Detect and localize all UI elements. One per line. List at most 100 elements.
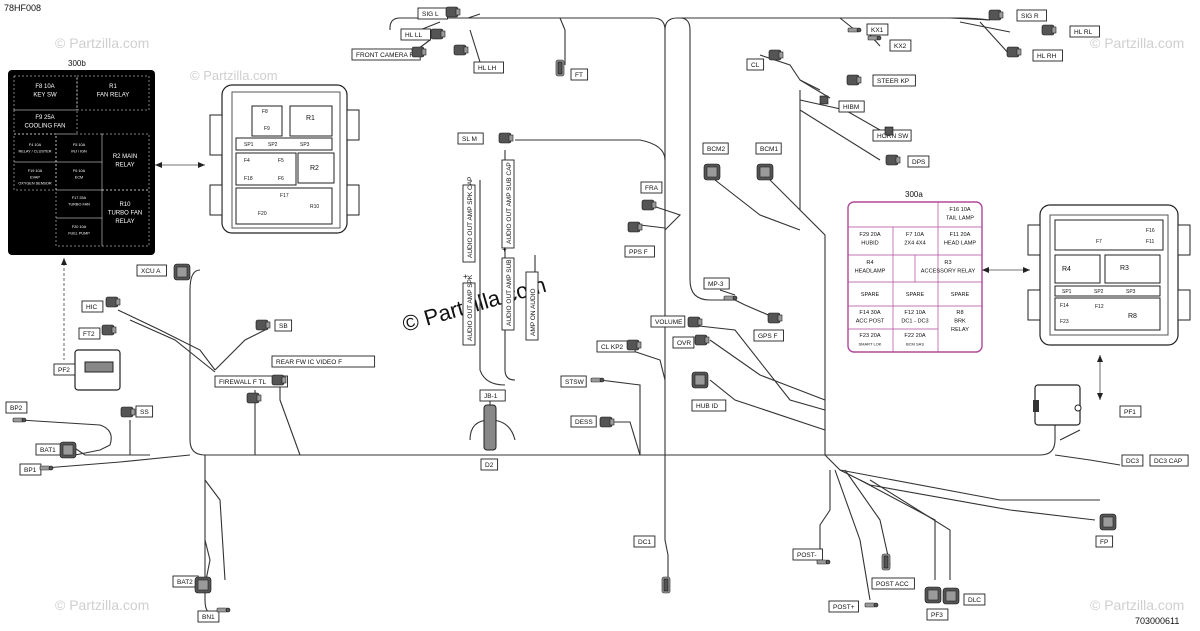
pointer-300b-arrow-l <box>155 162 162 168</box>
label-text-bat2: BAT2 <box>177 579 193 586</box>
label-mp-3: MP-3 <box>703 277 730 290</box>
label-bn1: BN1 <box>197 610 220 623</box>
label-text-dc1: DC1 <box>638 539 651 546</box>
fuse-a-r4-line-1: HEADLAMP <box>855 269 886 275</box>
label-text-pps-f: PPS F <box>629 249 648 256</box>
connector-bcm1-icon <box>756 163 774 181</box>
label-ft: FT <box>570 68 589 81</box>
connector-fp-icon <box>1099 513 1117 531</box>
label-fra: FRA <box>640 181 663 194</box>
label-kx1: KX1 <box>866 23 889 36</box>
label-text-fp: FP <box>1100 539 1108 546</box>
phys-a-f11: F11 <box>1146 239 1154 245</box>
connector-bat1-icon <box>59 441 77 459</box>
label-text-ft: FT <box>575 72 583 79</box>
vlabel-v4: AUDIO OUT AMP SUB <box>501 257 515 331</box>
connector-post-acc-icon <box>881 553 891 571</box>
label-text-kx2: KX2 <box>894 43 907 50</box>
fuse-box-300b-cells <box>13 75 150 247</box>
label-post-acc: POST ACC <box>871 577 915 590</box>
fuse-b-r2-line-1: RELAY <box>115 163 134 169</box>
label-hl-ll: HL LL <box>400 28 431 41</box>
label-hl-rh: HL RH <box>1032 49 1063 62</box>
label-hub-id: HUB ID <box>691 399 727 412</box>
phys-a-f12: F12 <box>1095 304 1104 310</box>
connector-dlc-icon <box>942 587 960 605</box>
label-text-pf1: PF1 <box>1124 409 1136 416</box>
label-text-rear-fw-ic-video-f: REAR FW IC VIDEO F <box>276 359 342 366</box>
phys-b-f8: F8 <box>262 109 268 115</box>
label-text-bp1: BP1 <box>24 467 37 474</box>
connector-sb-icon <box>255 319 271 331</box>
label-post: POST+ <box>828 600 859 613</box>
fuse-b-f6-line-0: F6 10A <box>73 169 86 173</box>
fuse-a-sp2-line-0: SPARE <box>906 292 925 298</box>
phys-b-r1: R1 <box>306 115 315 122</box>
label-ft2: FT2 <box>78 327 101 340</box>
label-text-hl-ll: HL LL <box>405 32 422 39</box>
label-fp: FP <box>1095 535 1114 548</box>
wire-harness <box>19 13 1121 616</box>
label-text-gps-f: GPS F <box>758 333 778 340</box>
label-dlc: DLC <box>963 593 986 606</box>
fuse-a-r8-line-0: R8 <box>956 310 963 316</box>
connector-cl-kp2-icon <box>626 339 642 351</box>
label-text-horn-sw: HORN SW <box>877 133 909 140</box>
jb1-module <box>483 404 497 451</box>
connector-kx2-icon <box>867 35 882 41</box>
fuse-b-f5-line-0: F5 10A <box>73 143 86 147</box>
label-text-sig-l: SIG L <box>422 11 439 18</box>
phys-b-f9: F9 <box>264 126 270 132</box>
connector-fra-icon <box>641 199 657 211</box>
pointer-300b-arrow-r <box>198 162 205 168</box>
fuse-a-sp3-line-0: SPARE <box>951 292 970 298</box>
watermark-tr: © Partzilla.com <box>1090 35 1184 51</box>
watermark-br: © Partzilla.com <box>1090 597 1184 613</box>
connector-bcm2-icon <box>703 163 721 181</box>
connector-dc1-icon <box>661 576 671 594</box>
phys-a-sp3: SP3 <box>1126 289 1136 295</box>
label-text-stsw: STSW <box>565 379 585 386</box>
connector-post-icon <box>816 559 831 565</box>
label-text-ovr: OVR <box>677 340 691 347</box>
connector-bn1-icon <box>216 607 231 613</box>
plus-sign-2: + <box>502 245 507 254</box>
label-text-hub-id: HUB ID <box>696 403 718 410</box>
fuse-b-f17-line-0: F17 25A <box>72 196 87 200</box>
connector-pf3-icon <box>924 586 942 604</box>
fuse-box-300b-title: 300b <box>68 59 86 68</box>
doc-code: 78HF008 <box>4 3 41 13</box>
label-pf1: PF1 <box>1119 405 1142 418</box>
label-text-mp-3: MP-3 <box>708 281 724 288</box>
label-text-hibm: HIBM <box>843 104 859 111</box>
connector-front-camera-f-icon <box>411 46 427 58</box>
connector-rear-fw-ic-video-f-icon <box>271 374 287 386</box>
label-firewall-f-tl: FIREWALL F TL <box>214 375 288 388</box>
fuse-b-f9-line-1: COOLING FAN <box>24 124 65 130</box>
vlabel-text-v3: AUDIO OUT AMP SUB CAP <box>506 162 513 244</box>
connector-mp-3-icon <box>723 295 738 301</box>
fuse-a-f7-line-0: F7 10A <box>906 232 924 238</box>
label-text-cl-kp2: CL KP2 <box>601 344 624 351</box>
fuse-b-f19-line-2: OXYGEN SENSOR <box>18 182 52 186</box>
fuse-a-f29-line-0: F29 20A <box>859 232 880 238</box>
label-hl-rl: HL RL <box>1069 25 1100 38</box>
label-text-sl-m: SL M <box>462 136 477 143</box>
label-text-bcm1: BCM1 <box>760 146 778 153</box>
phys-a-f14: F14 <box>1060 303 1069 309</box>
fuse-a-f11-line-1: HEAD LAMP <box>944 241 977 247</box>
fuse-a-r8-line-1: BRK <box>954 319 966 325</box>
label-text-dess: DESS <box>575 419 593 426</box>
label-rear-fw-ic-video-f: REAR FW IC VIDEO F <box>271 355 376 368</box>
fuse-b-f17-line-1: TURBO FAN <box>68 202 90 206</box>
connector-stsw-icon <box>590 377 605 383</box>
fuse-box-300b-panel <box>8 70 155 255</box>
fuse-box-300a-title: 300a <box>905 190 923 199</box>
label-hibm: HIBM <box>838 100 865 113</box>
fuse-b-f8-line-0: F8 10A <box>35 84 54 90</box>
label-dess: DESS <box>570 415 597 428</box>
connector-ft-icon <box>555 59 565 77</box>
connector-sig-l-icon <box>445 6 461 18</box>
